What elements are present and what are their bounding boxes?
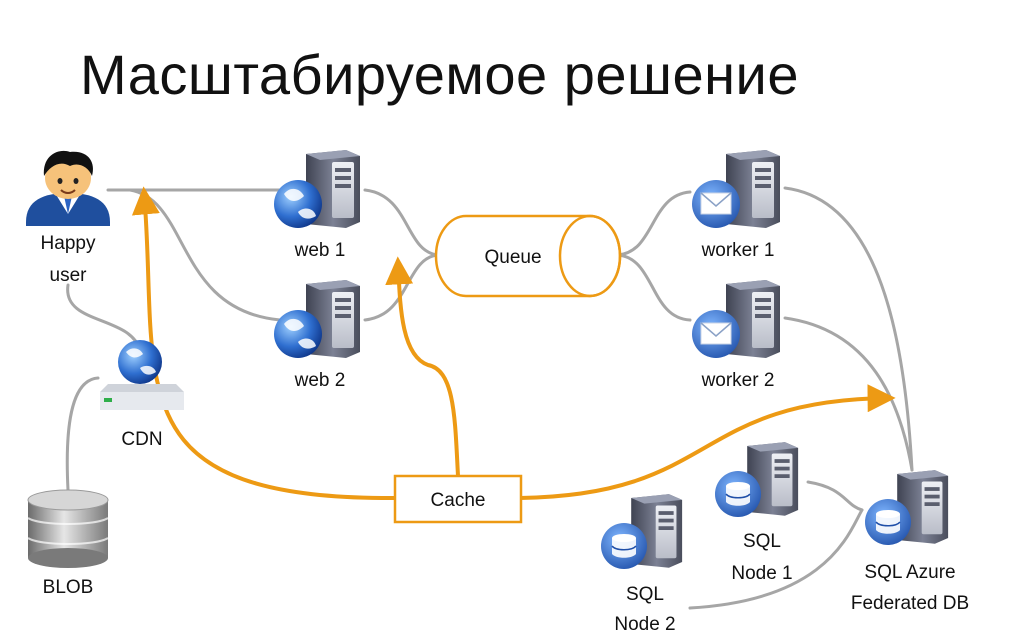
worker2-label: worker 2 [701, 370, 775, 391]
user-label-line2: user [50, 265, 88, 286]
web-server-icon [274, 150, 360, 228]
sqlazure-label-line1: SQL Azure [864, 562, 955, 583]
mail-server-icon [692, 280, 780, 358]
sqlnode1-label-line2: Node 1 [731, 563, 792, 584]
db-server-icon [715, 442, 799, 517]
connector-worker2-sqlazure [783, 316, 914, 472]
web1-label: web 1 [294, 240, 346, 261]
blob-label: BLOB [43, 577, 94, 598]
cdn-icon [100, 340, 184, 410]
sqlnode2-label-line2: Node 2 [614, 614, 675, 635]
mail-server-icon [692, 150, 780, 228]
queue-icon [434, 214, 622, 298]
worker1-label: worker 1 [701, 240, 775, 261]
sqlazure-label-line2: Federated DB [851, 593, 969, 614]
cache-label: Cache [431, 490, 486, 511]
connector-user-web2 [128, 188, 282, 322]
sqlnode1-label-line1: SQL [743, 531, 781, 552]
connector-blob-cdn [65, 376, 100, 492]
slide-title: Масштабируемое решение [80, 43, 799, 106]
db-server-icon [865, 470, 949, 545]
database-icon [27, 489, 109, 568]
web-server-icon [274, 280, 360, 358]
queue-label: Queue [484, 247, 541, 268]
cdn-label: CDN [121, 429, 162, 450]
connector-worker1-sqlazure [783, 186, 914, 472]
cache-box [393, 474, 523, 524]
connector-queue-worker1 [616, 190, 692, 257]
db-server-icon [601, 494, 683, 569]
sqlnode2-label-line1: SQL [626, 584, 664, 605]
connector-sqlnode2-sqlazure [688, 508, 864, 610]
arrow-cache-web [385, 256, 460, 478]
user-icon [26, 150, 110, 226]
connector-web2-queue [363, 253, 440, 322]
connector-sqlnode1-sqlazure [806, 480, 864, 512]
user-label-line1: Happy [41, 233, 96, 254]
web2-label: web 2 [294, 370, 346, 391]
connector-user-cdn [66, 283, 142, 352]
connector-web1-queue [363, 188, 440, 257]
arrow-cache-user [131, 186, 398, 501]
arrow-cache-sqlazure [518, 384, 896, 500]
connector-queue-worker2 [616, 253, 692, 322]
